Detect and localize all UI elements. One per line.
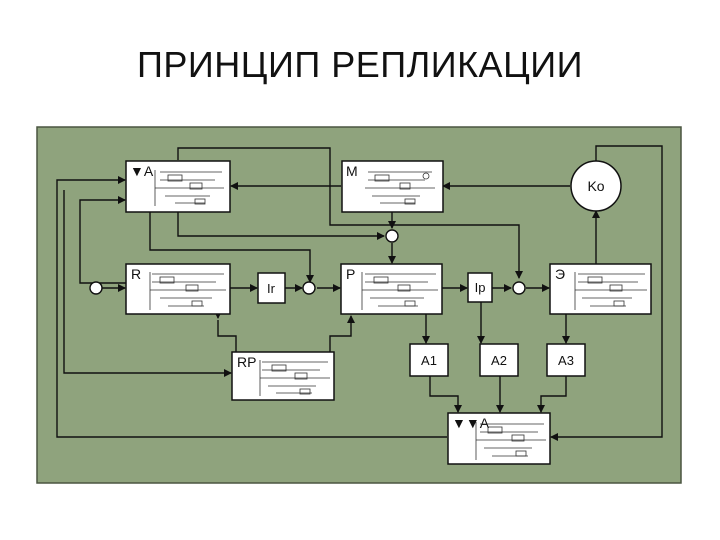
block-a2: A2 xyxy=(479,343,519,377)
block-e-label: Э xyxy=(555,266,565,282)
block-ko-label: Ko xyxy=(587,178,604,194)
slide-title: ПРИНЦИП РЕПЛИКАЦИИ xyxy=(137,44,583,85)
block-a1: A1 xyxy=(409,343,449,377)
block-a3: A3 xyxy=(546,343,586,377)
block-ir-label: Ir xyxy=(267,281,276,296)
block-a-top: ▼A xyxy=(125,160,231,213)
block-m: M xyxy=(341,160,444,213)
block-ip: Ip xyxy=(467,272,493,303)
junction-upper xyxy=(385,229,399,243)
block-r-label: R xyxy=(131,266,141,282)
block-a-top-schematic xyxy=(154,170,224,206)
block-a-bottom-schematic xyxy=(475,422,546,460)
junction-circles xyxy=(89,229,526,295)
block-p-schematic xyxy=(361,272,438,310)
block-p-label: P xyxy=(346,266,355,282)
block-e: Э xyxy=(549,263,652,315)
block-r-schematic xyxy=(149,272,226,310)
block-a2-label: A2 xyxy=(491,353,507,368)
junction-left xyxy=(89,281,103,295)
block-r: R xyxy=(125,263,231,315)
block-e-schematic xyxy=(574,272,647,310)
block-ip-label: Ip xyxy=(475,280,486,295)
block-a-bottom-label: ▼▼A xyxy=(452,415,490,431)
block-rp: RP xyxy=(231,351,335,401)
junction-mid xyxy=(302,281,316,295)
connection-lines xyxy=(56,145,663,441)
block-m-schematic xyxy=(365,171,435,205)
block-m-label: M xyxy=(346,163,358,179)
block-a-top-label: ▼A xyxy=(130,163,154,179)
block-a3-label: A3 xyxy=(558,353,574,368)
block-a-bottom: ▼▼A xyxy=(447,412,551,465)
junction-right xyxy=(512,281,526,295)
block-rp-schematic xyxy=(259,360,330,396)
block-a1-label: A1 xyxy=(421,353,437,368)
block-ko: Ko xyxy=(570,160,622,212)
block-p: P xyxy=(340,263,443,315)
block-ir: Ir xyxy=(257,272,286,304)
block-rp-label: RP xyxy=(237,354,256,370)
